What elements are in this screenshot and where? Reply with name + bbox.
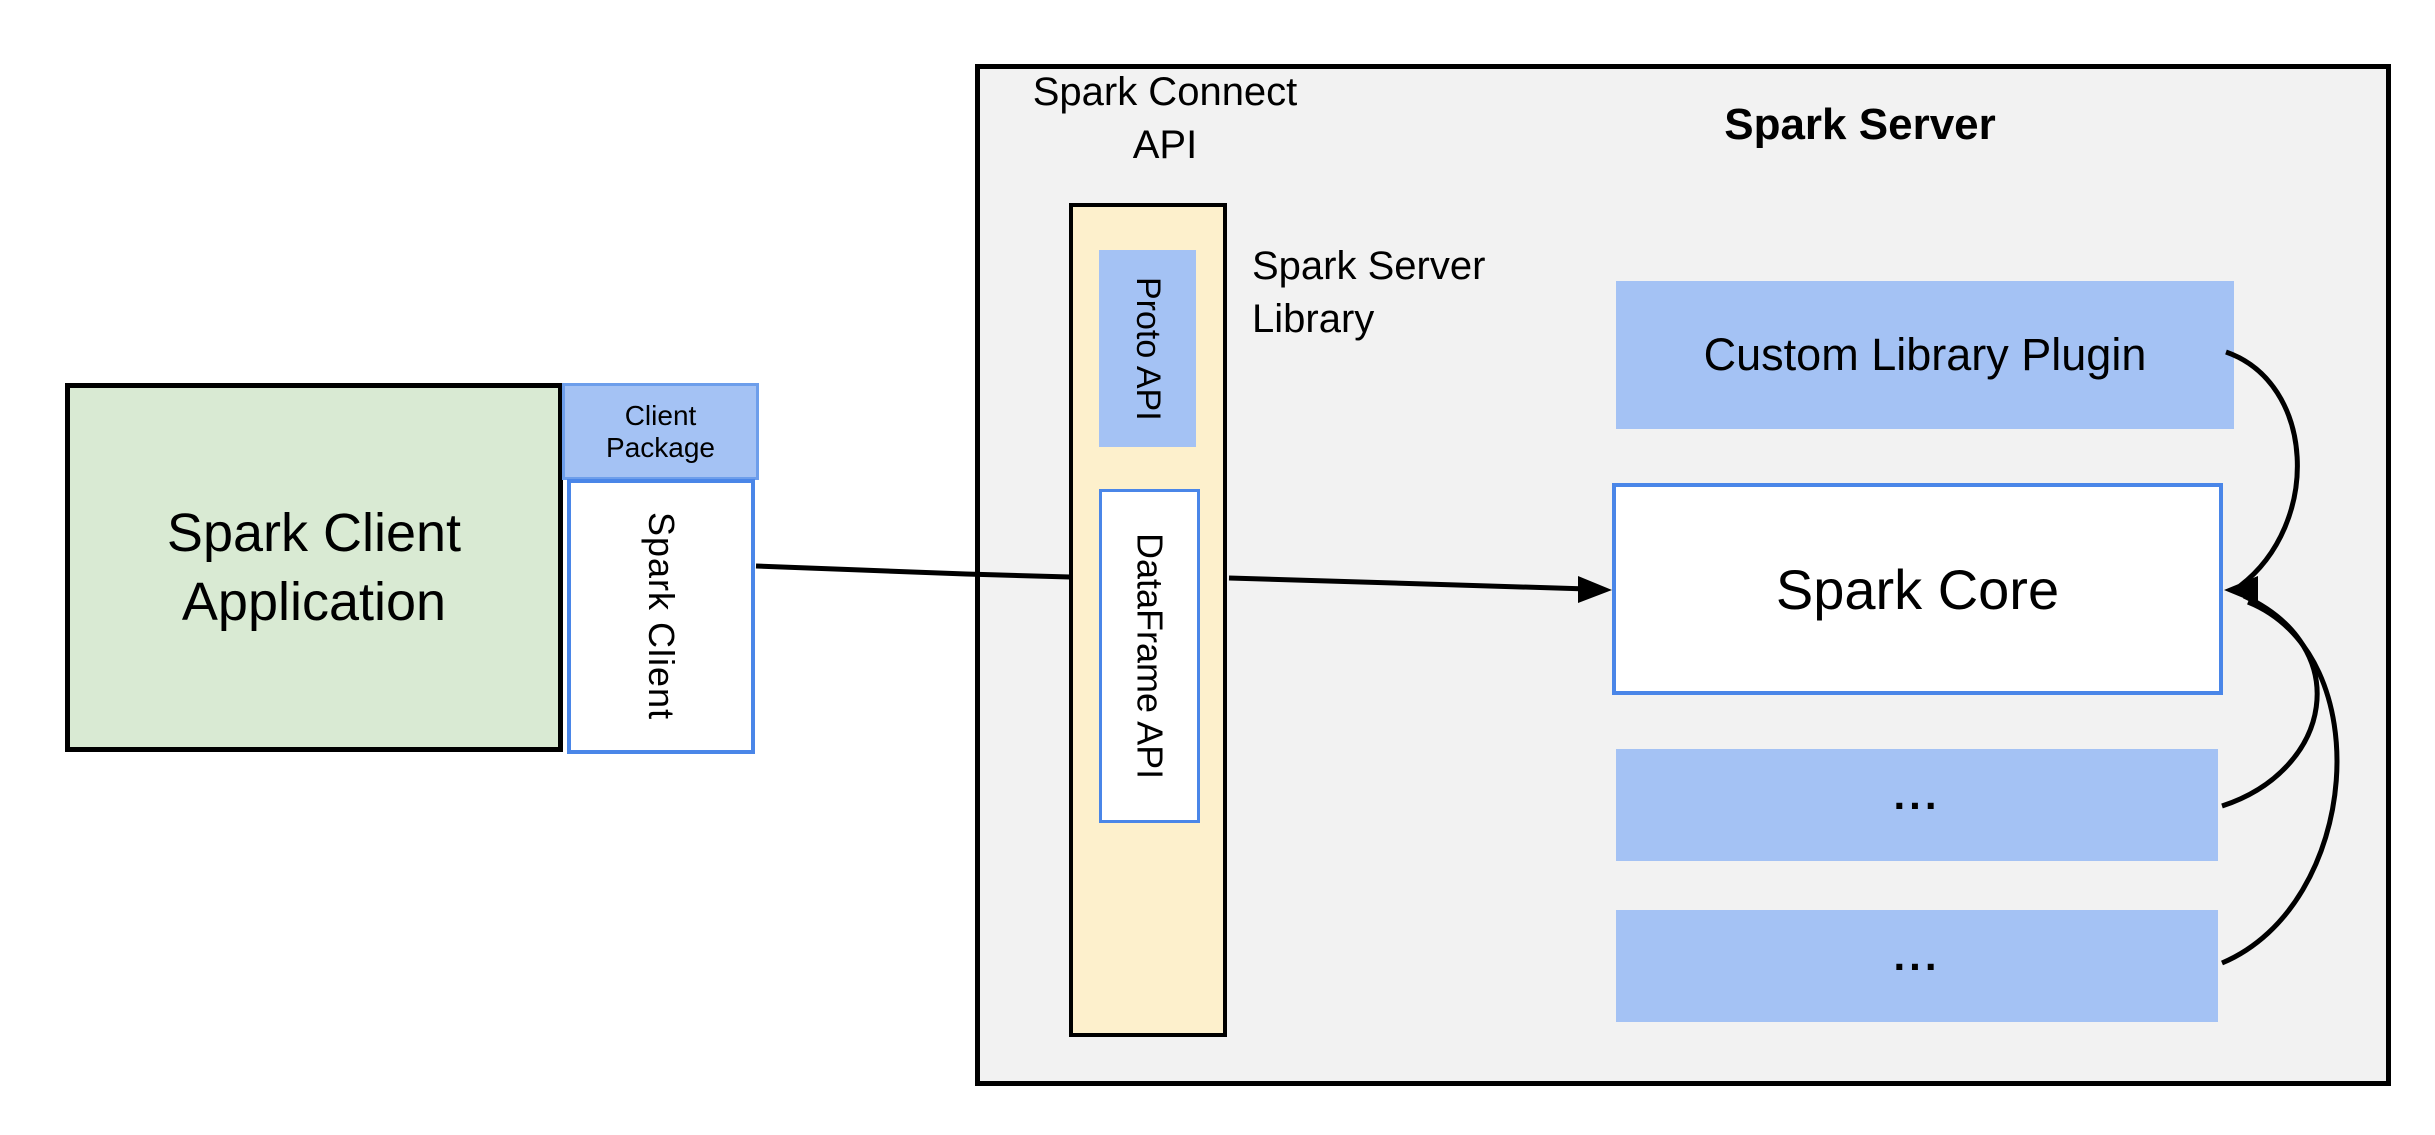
spark-client-box: Spark Client xyxy=(567,479,755,754)
custom-library-plugin-box: Custom Library Plugin xyxy=(1616,281,2234,429)
spark-server-library-label: Spark Server Library xyxy=(1252,244,1486,341)
proto-api-label: Proto API xyxy=(1129,276,1167,421)
spark-server-title: Spark Server xyxy=(1724,100,1996,149)
spark-connect-api-title: Spark Connect API xyxy=(1032,70,1298,167)
dataframe-api-label: DataFrame API xyxy=(1129,532,1171,780)
spark-client-label: Spark Client xyxy=(641,512,682,721)
spark-client-application-box xyxy=(65,383,563,752)
proto-api-box: Proto API xyxy=(1099,250,1196,447)
plugin-slot-2-label: ... xyxy=(1893,932,1941,979)
spark-client-application-label: Spark Client Application xyxy=(166,502,462,632)
plugin-slot-1-box: ... xyxy=(1616,749,2218,861)
dataframe-api-box: DataFrame API xyxy=(1099,489,1200,823)
client-package-box: Client Package xyxy=(562,383,759,480)
plugin-slot-2-box: ... xyxy=(1616,910,2218,1022)
plugin-slot-1-label: ... xyxy=(1893,771,1941,818)
spark-core-box: Spark Core xyxy=(1612,483,2223,695)
